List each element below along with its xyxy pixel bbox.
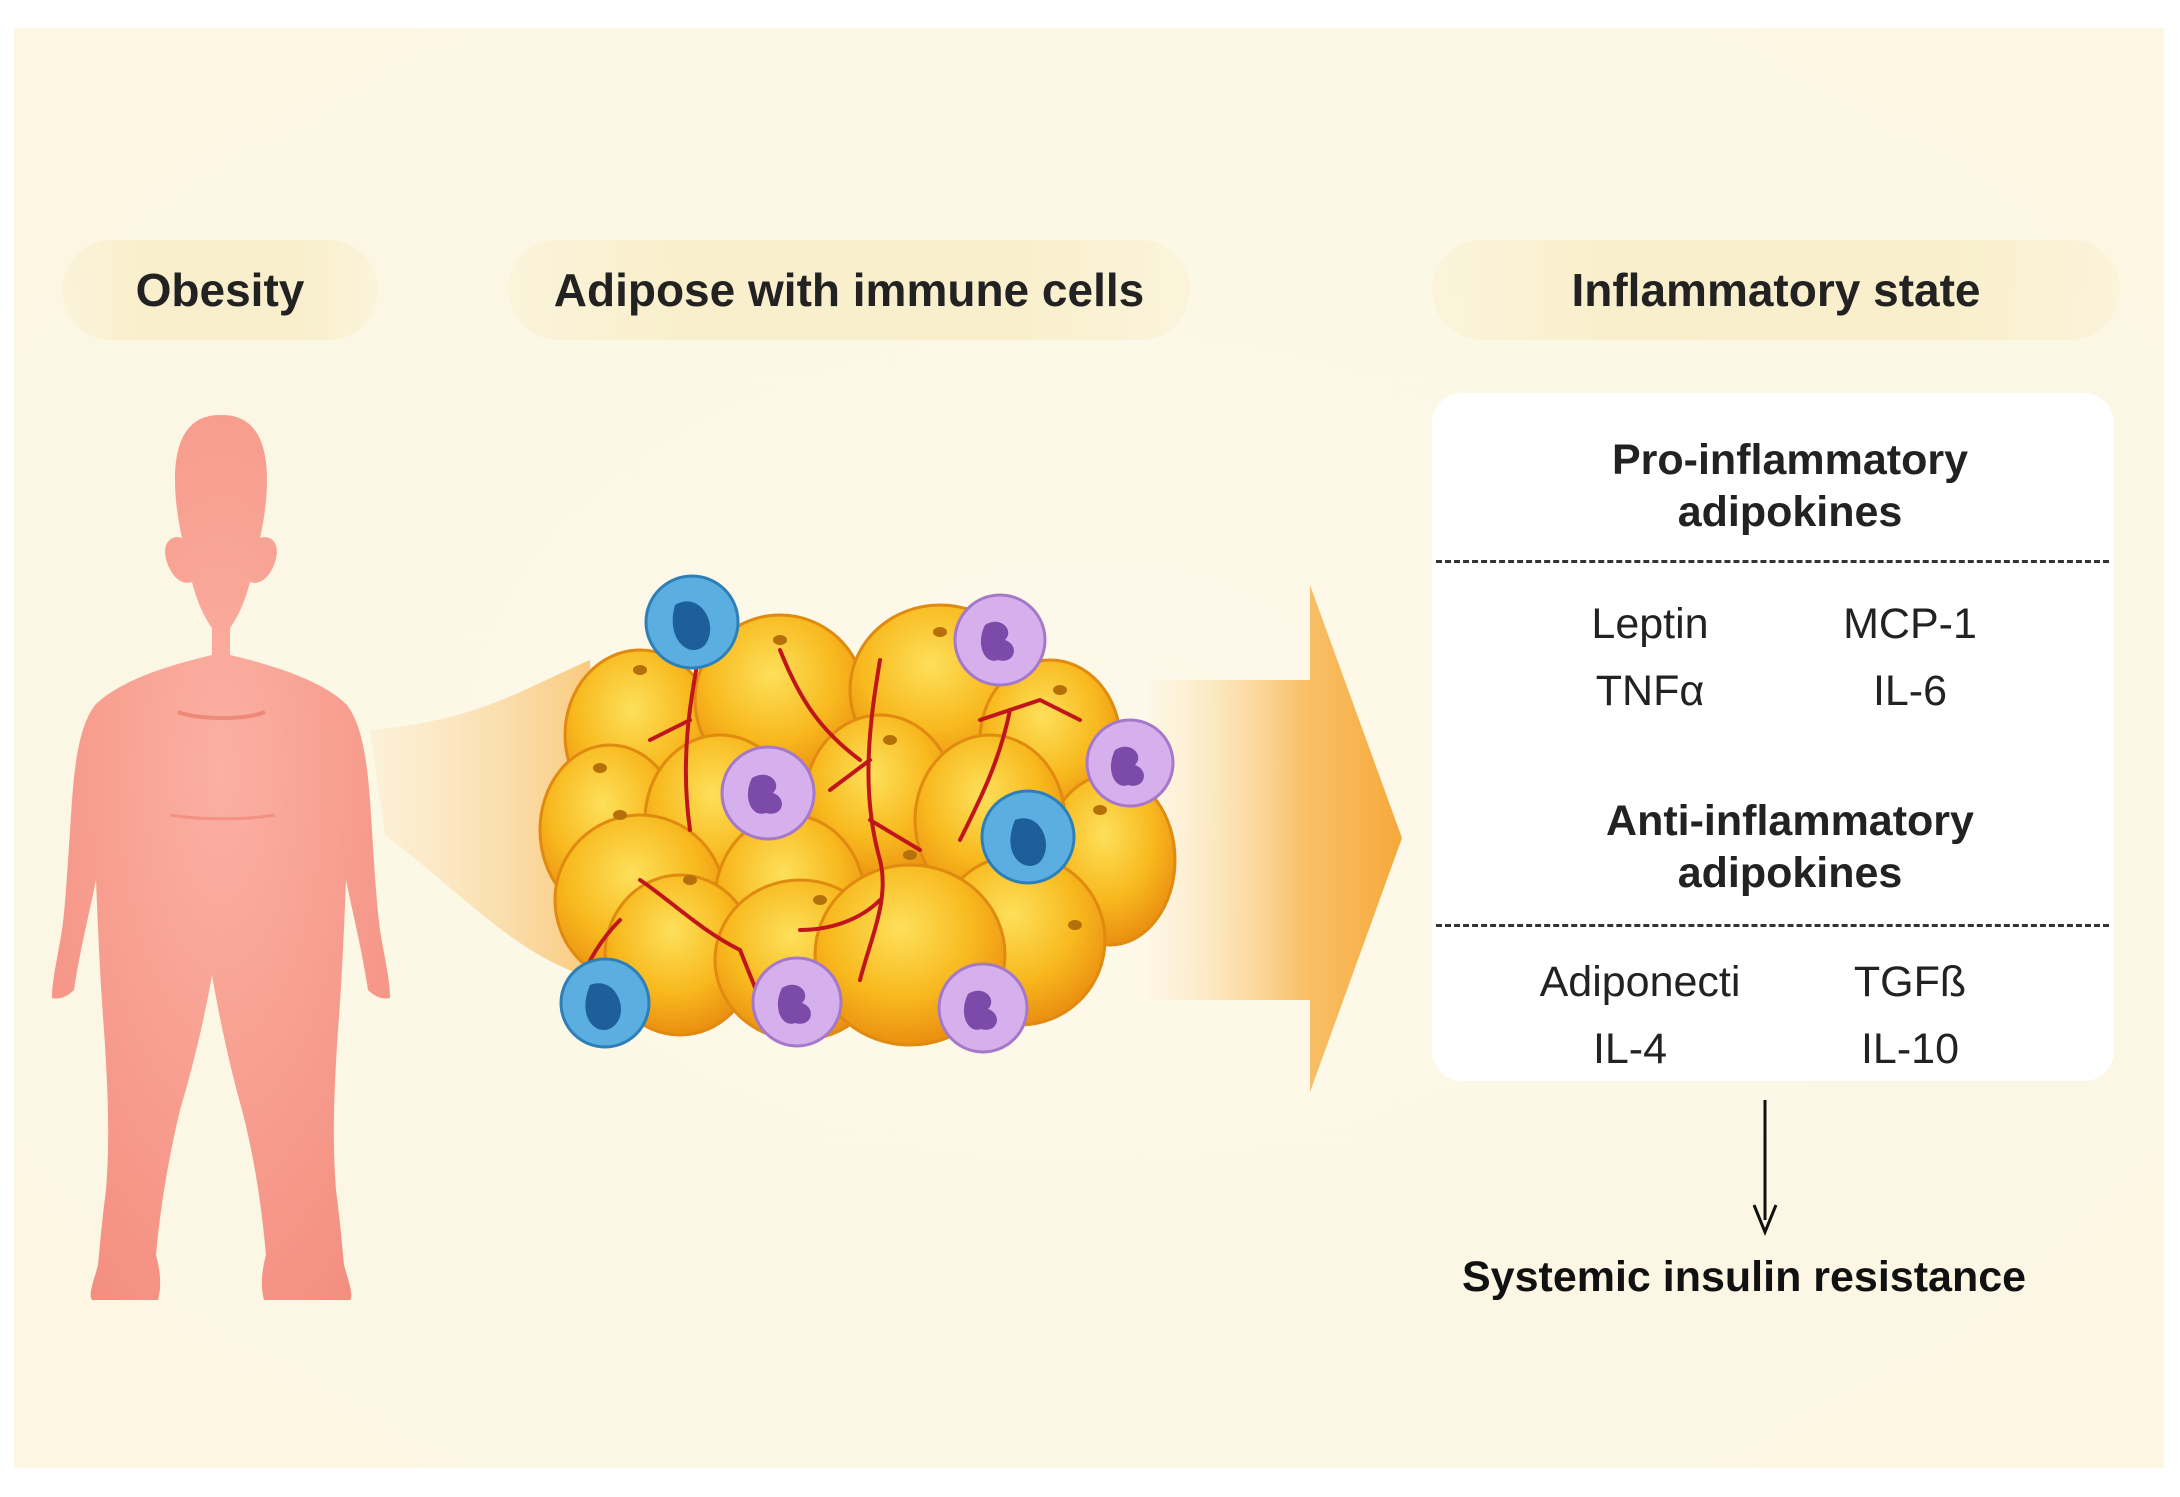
pro-item-mcp1: MCP-1 bbox=[1843, 600, 1977, 648]
pro-item-tnfa: TNFα bbox=[1595, 667, 1705, 715]
pro-title-line1: Pro-inflammatory bbox=[1611, 436, 1968, 484]
adipocyte-cells bbox=[538, 603, 1177, 1047]
inflammatory-header: Inflammatory state bbox=[1432, 240, 2120, 340]
anti-title-line2: adipokines bbox=[1677, 849, 1903, 897]
pro-title-line2: adipokines bbox=[1677, 488, 1903, 536]
obese-person-figure bbox=[52, 415, 390, 1300]
pro-divider bbox=[1436, 560, 2109, 563]
zoom-funnel bbox=[370, 660, 600, 980]
adipokine-panel bbox=[1432, 393, 2114, 1081]
obesity-header-label: Obesity bbox=[135, 264, 305, 316]
pro-inflammatory-title: Pro-inflammatory adipokines bbox=[1560, 434, 2020, 538]
anti-item-il4: IL-4 bbox=[1592, 1025, 1668, 1073]
outcome-label: Systemic insulin resistance bbox=[1462, 1253, 2027, 1301]
pro-item-leptin: Leptin bbox=[1591, 600, 1709, 648]
anti-item-il10: IL-10 bbox=[1860, 1025, 1959, 1073]
large-arrow bbox=[1150, 585, 1402, 1092]
inflammatory-header-label: Inflammatory state bbox=[1571, 264, 1981, 316]
anti-title-line1: Anti-inflammatory bbox=[1606, 797, 1974, 845]
anti-item-tgfb: TGFß bbox=[1853, 958, 1967, 1006]
outcome-arrow bbox=[1752, 1100, 1778, 1236]
pro-item-il6: IL-6 bbox=[1872, 667, 1948, 715]
lymphocyte-cells bbox=[559, 574, 1076, 1049]
adipose-header: Adipose with immune cells bbox=[508, 240, 1190, 340]
obesity-header: Obesity bbox=[62, 240, 378, 340]
adipose-tissue-cluster bbox=[538, 574, 1177, 1054]
anti-item-adiponectin: Adiponecti bbox=[1539, 958, 1741, 1006]
neutrophil-cells bbox=[720, 593, 1175, 1054]
anti-divider bbox=[1436, 924, 2109, 927]
anti-inflammatory-title: Anti-inflammatory adipokines bbox=[1560, 795, 2020, 899]
adipose-header-label: Adipose with immune cells bbox=[553, 264, 1145, 316]
